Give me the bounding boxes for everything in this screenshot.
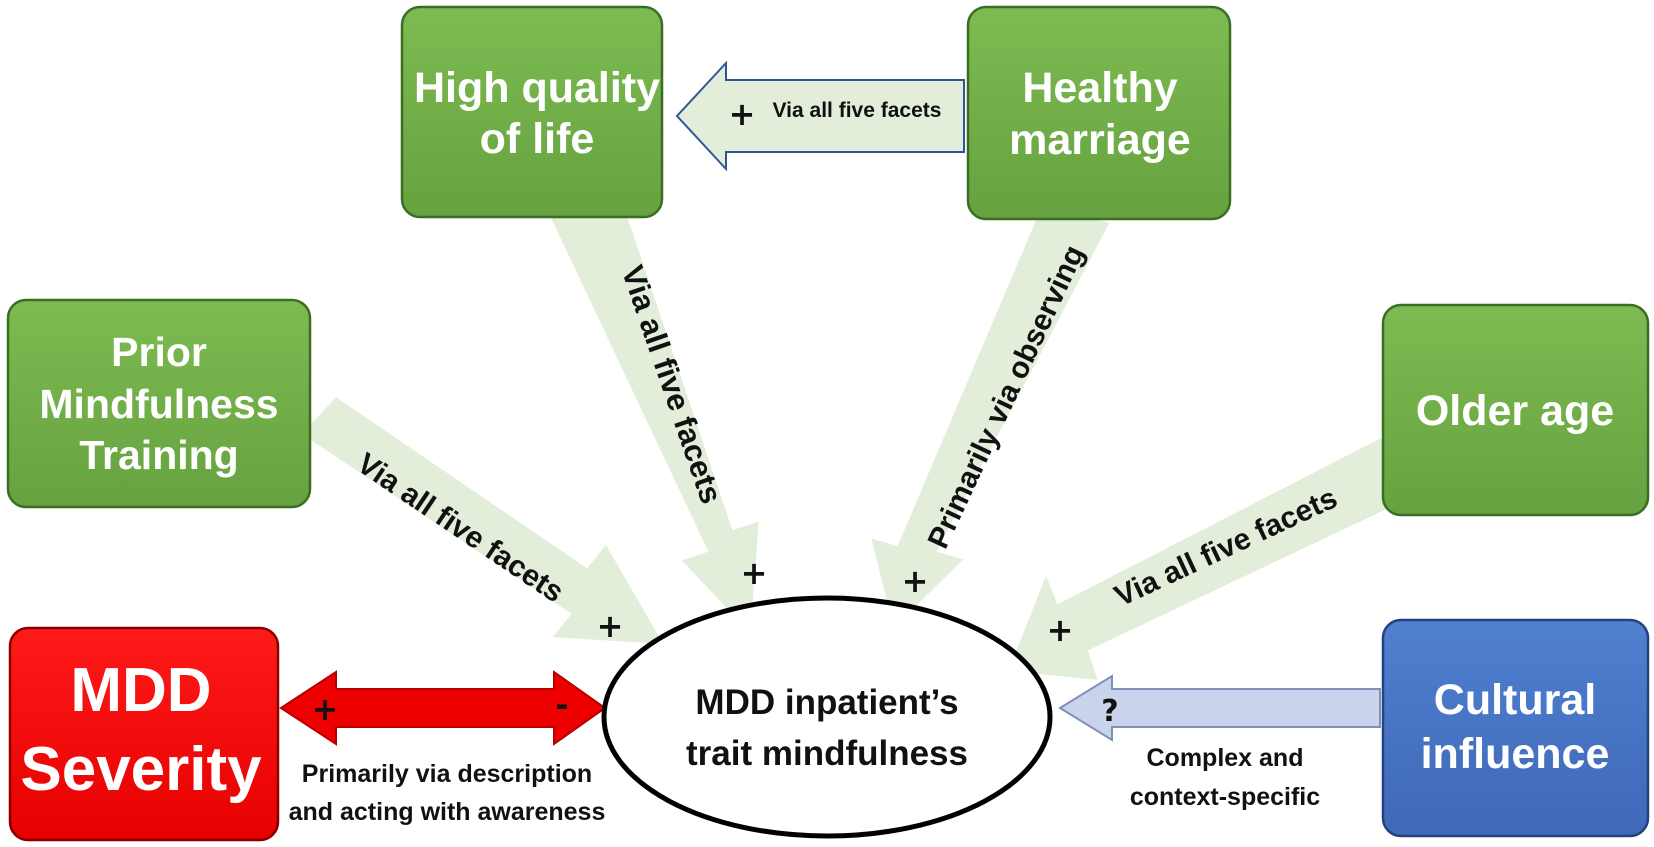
- node-center-line2: trait mindfulness: [686, 734, 968, 773]
- arrow-marriage-to-center: [868, 204, 1113, 632]
- node-quality-box: [400, 5, 664, 219]
- node-quality-line2: of life: [480, 115, 595, 163]
- node-age-box: [1381, 303, 1650, 517]
- node-severity-box: [8, 626, 280, 842]
- link-severity-center-sign-right: -: [555, 686, 568, 724]
- node-severity-line1: MDD: [70, 656, 211, 725]
- link-marriage-center-sign: +: [902, 562, 929, 600]
- node-marriage-box: [966, 5, 1232, 221]
- node-marriage-line1: Healthy: [1022, 64, 1177, 112]
- link-culture-center-label-line2: context-specific: [1130, 783, 1320, 811]
- node-severity-line2: Severity: [20, 735, 262, 804]
- node-culture-line2: influence: [1421, 730, 1610, 778]
- link-severity-center-label-line2: and acting with awareness: [289, 798, 606, 826]
- node-quality-line1: High quality: [414, 64, 660, 112]
- node-culture-line1: Cultural: [1434, 676, 1596, 724]
- link-culture-center-sign: ?: [1101, 694, 1118, 729]
- node-center-line1: MDD inpatient’s: [695, 683, 958, 722]
- node-marriage-line2: marriage: [1009, 116, 1191, 164]
- arrow-age-to-center: [1005, 435, 1410, 683]
- link-training-center-label: Via all five facets: [351, 447, 569, 609]
- arrow-marriage-to-quality: [675, 60, 965, 172]
- link-training-center-sign: +: [597, 607, 624, 645]
- node-center-ellipse: [601, 595, 1053, 839]
- link-quality-center-sign: +: [741, 554, 768, 592]
- node-age-line1: Older age: [1416, 387, 1614, 435]
- arrow-training-to-center: [298, 394, 667, 647]
- node-training-box: [6, 298, 312, 509]
- node-training-line1: Prior: [111, 329, 207, 375]
- node-training-line3: Training: [79, 432, 238, 478]
- node-culture-box: [1381, 618, 1650, 838]
- link-marriage-quality-sign: +: [729, 95, 756, 133]
- node-training-line2: Mindfulness: [39, 381, 278, 427]
- link-severity-center-label-line1: Primarily via description: [302, 760, 592, 788]
- link-culture-center-label-line1: Complex and: [1147, 744, 1304, 772]
- link-age-center-sign: +: [1047, 611, 1074, 649]
- link-marriage-quality-label: Via all five facets: [773, 99, 942, 122]
- arrow-culture-to-center: [1058, 674, 1381, 742]
- arrow-quality-to-center: [548, 190, 762, 638]
- link-severity-center-sign-left: +: [312, 690, 339, 728]
